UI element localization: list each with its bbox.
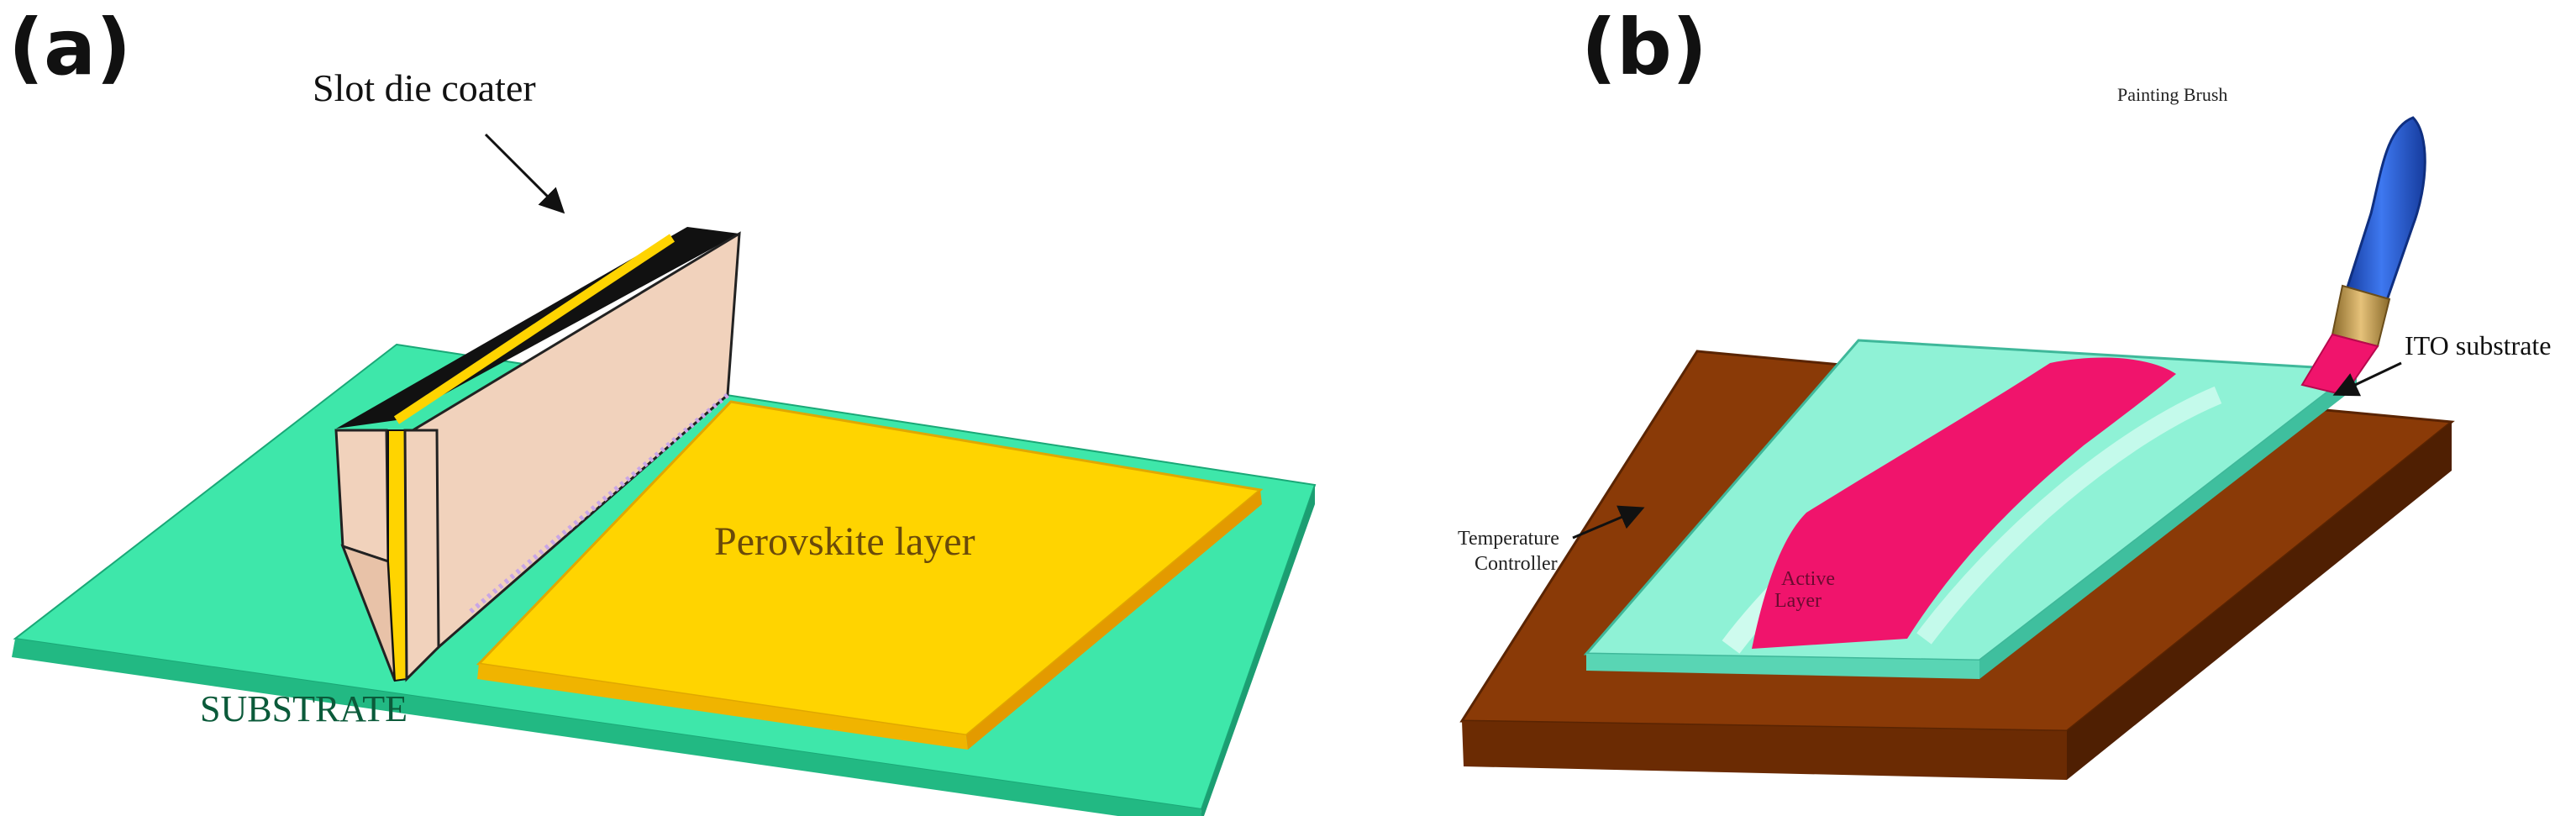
temperature-arrow [1572,505,1645,540]
substrate-label: SUBSTRATE [200,688,407,729]
ito-arrow [2332,361,2402,397]
slot-die-arrow [484,133,565,214]
coater-front-block-left [334,429,390,564]
heater-front-face [1462,721,2067,780]
ito-substrate-label: ITO substrate [2405,330,2551,361]
coater-front-block-right [403,429,440,682]
painting-brush [2300,116,2426,397]
slot-die-coater [334,227,741,682]
brush-handle [2344,116,2426,304]
panel-b: (b) Painting Brush ITO substrat [1458,3,2551,780]
active-layer [1752,357,2176,649]
ito-sheen-2 [1916,386,2222,645]
ito-front-face [1586,654,1979,679]
perovskite-right-edge [966,490,1262,750]
active-layer-stroke [1752,357,2176,649]
perovskite-layer-label: Perovskite layer [714,519,975,564]
coater-slot [387,429,408,682]
perovskite-front-edge [477,664,968,750]
panel-a: (a) [8,3,1317,816]
ito-right-face [1979,370,2357,679]
panel-a-label: (a) [8,3,131,92]
active-layer-label-line2: Layer [1774,590,1822,612]
panel-b-label: (b) [1581,3,1707,92]
heater-right-face [2067,422,2452,780]
brush-bristles [2300,333,2379,397]
temperature-label-line1: Temperature [1458,528,1559,550]
coater-slot-top [393,234,676,424]
temperature-label-line2: Controller [1475,553,1558,575]
substrate-front-edge [12,639,1201,816]
active-layer-label-line1: Active [1781,568,1835,590]
slot-die-coater-label: Slot die coater [313,66,536,109]
coater-bead-line [469,392,729,614]
painting-brush-label: Painting Brush [2117,84,2227,105]
perovskite-layer [476,400,1264,750]
substrate-right-edge [1201,485,1315,816]
